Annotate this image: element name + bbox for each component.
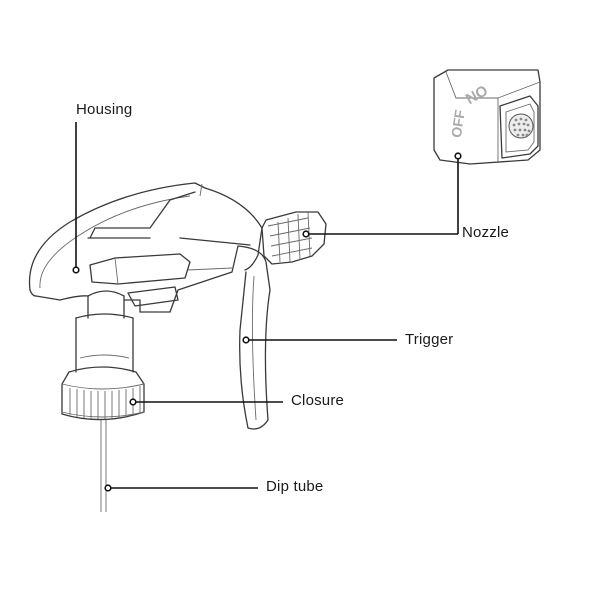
nozzle-on-marking: ON xyxy=(462,81,490,107)
label-nozzle: Nozzle xyxy=(462,224,510,241)
leader-housing xyxy=(72,122,80,274)
leader-trigger xyxy=(242,336,397,344)
dip-tube xyxy=(100,420,107,512)
nozzle-detail-inset: ON OFF xyxy=(433,69,541,165)
label-trigger: Trigger xyxy=(405,331,454,348)
leader-nozzle xyxy=(302,152,462,238)
closure xyxy=(61,366,145,421)
label-closure: Closure xyxy=(291,392,345,409)
trigger xyxy=(237,245,271,430)
neck xyxy=(75,290,134,373)
housing xyxy=(28,182,263,313)
label-housing: Housing xyxy=(76,101,133,118)
nozzle-off-marking: OFF xyxy=(448,108,468,138)
leader-closure xyxy=(129,398,283,406)
nozzle xyxy=(261,211,327,265)
label-dip-tube: Dip tube xyxy=(266,478,324,495)
leader-dip-tube xyxy=(104,484,258,492)
